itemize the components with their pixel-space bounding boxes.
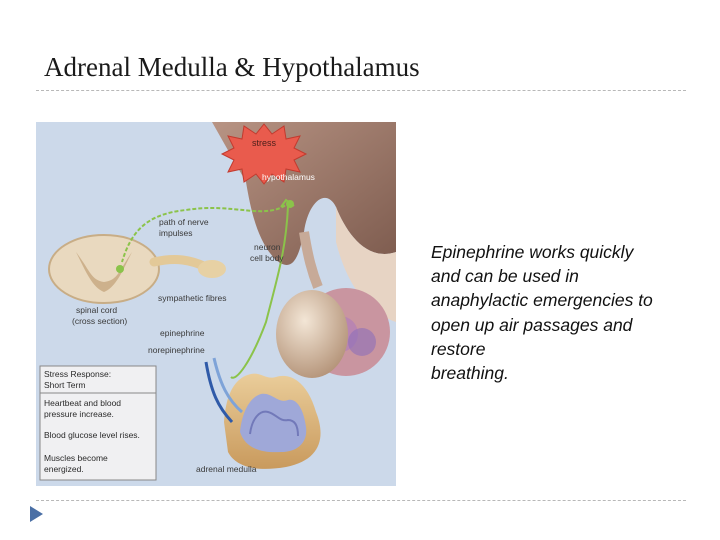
box-heading-line1: Stress Response:: [44, 369, 111, 379]
box-item3-line2: energized.: [44, 464, 84, 474]
body-paragraph: Epinephrine works quickly and can be use…: [431, 240, 693, 385]
body-line: breathing.: [431, 363, 509, 384]
label-neuron-line2: cell body: [250, 253, 284, 263]
stress-response-box: Stress Response: Short Term Heartbeat an…: [39, 365, 157, 481]
body-line: restore: [431, 338, 486, 359]
anatomy-figure: Stress Response: Short Term Heartbeat an…: [36, 122, 396, 486]
label-path-line1: path of nerve: [159, 217, 209, 227]
box-item1-line2: pressure increase.: [44, 409, 114, 419]
title-divider: [36, 90, 686, 91]
body-line: and can be used in: [431, 266, 579, 287]
stress-burst-icon: [220, 123, 308, 185]
box-item2: Blood glucose level rises.: [44, 430, 140, 440]
nerve-path: [121, 201, 291, 263]
label-neuron-line1: neuron: [254, 242, 281, 252]
label-norepinephrine: norepinephrine: [148, 345, 205, 355]
label-spinal-line2: (cross section): [72, 316, 127, 326]
label-sympathetic: sympathetic fibres: [158, 293, 227, 303]
label-path-line2: impulses: [159, 228, 193, 238]
label-stress: stress: [252, 138, 277, 148]
box-item1-line1: Heartbeat and blood: [44, 398, 121, 408]
label-spinal-line1: spinal cord: [76, 305, 117, 315]
slide-title: Adrenal Medulla & Hypothalamus: [44, 52, 420, 82]
box-item3-line1: Muscles become: [44, 453, 108, 463]
box-heading-line2: Short Term: [44, 380, 85, 390]
body-line: Epinephrine works quickly: [431, 242, 634, 262]
anatomy-illustration: Stress Response: Short Term Heartbeat an…: [36, 122, 396, 486]
body-line: open up air passages and: [431, 314, 633, 335]
label-hypothalamus: hypothalamus: [262, 172, 315, 182]
body-line: anaphylactic emergencies to: [431, 290, 653, 311]
footer-divider: [36, 500, 686, 501]
label-epinephrine: epinephrine: [160, 328, 205, 338]
triangle-right-icon: [30, 506, 43, 522]
pituitary-anterior: [276, 290, 348, 378]
spinal-cord: [48, 234, 160, 304]
label-adrenal-medulla: adrenal medulla: [196, 464, 257, 474]
